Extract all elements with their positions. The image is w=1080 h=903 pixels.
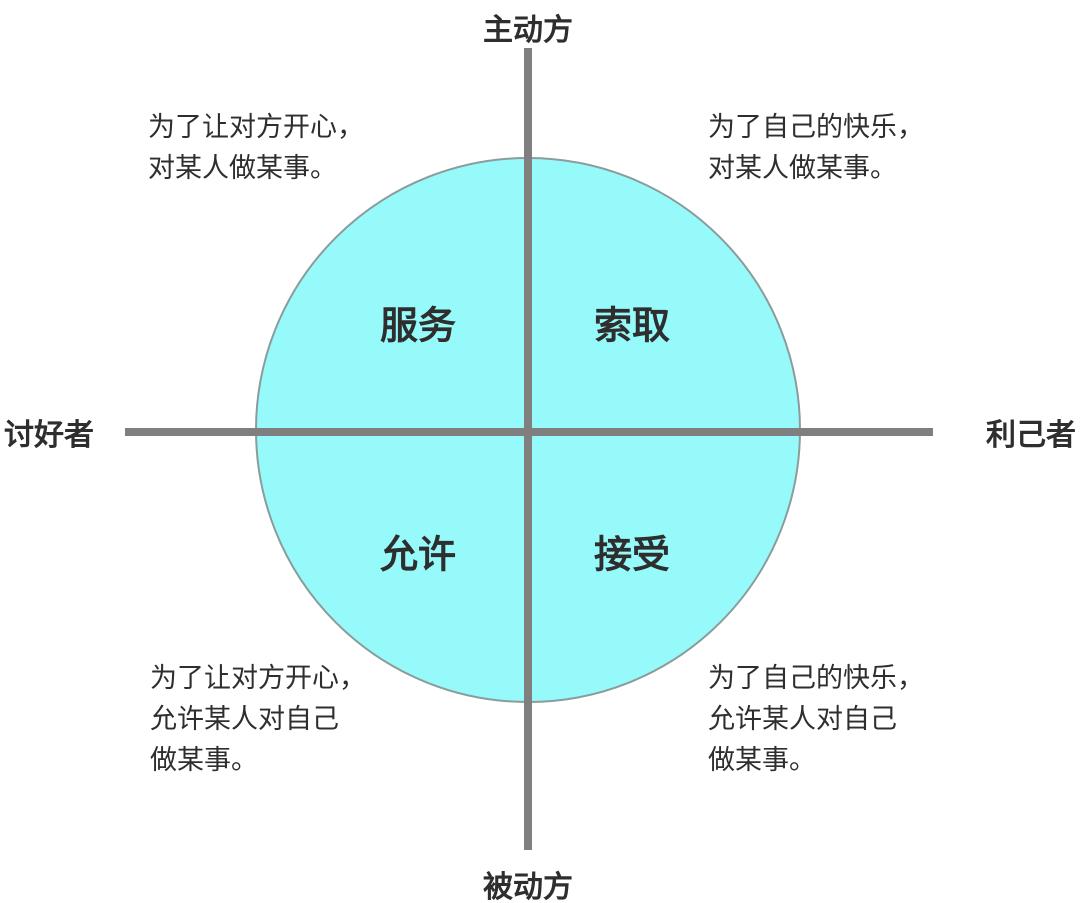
quadrant-label-bottom-left: 允许: [379, 532, 457, 577]
axis-label-top: 主动方: [483, 13, 573, 48]
annotation-line: 为了自己的快乐，: [708, 663, 924, 694]
annotation-line: 允许某人对自己: [708, 704, 897, 735]
annotation-line: 允许某人对自己: [150, 704, 339, 735]
horizontal-axis-line: [125, 428, 933, 436]
annotation-top-right: 为了自己的快乐， 对某人做某事。: [708, 107, 924, 189]
annotation-line: 为了自己的快乐，: [708, 112, 924, 143]
annotation-line: 为了让对方开心，: [150, 663, 366, 694]
quadrant-label-bottom-right: 接受: [593, 532, 671, 577]
annotation-line: 对某人做某事。: [148, 153, 337, 184]
quadrant-label-top-right: 索取: [593, 303, 671, 348]
annotation-line: 做某事。: [150, 745, 258, 776]
vertical-axis-line: [524, 48, 532, 850]
axis-label-right: 利己者: [986, 418, 1076, 453]
annotation-line: 对某人做某事。: [708, 153, 897, 184]
annotation-top-left: 为了让对方开心， 对某人做某事。: [148, 107, 364, 189]
quadrant-label-top-left: 服务: [379, 303, 457, 348]
annotation-line: 做某事。: [708, 745, 816, 776]
annotation-line: 为了让对方开心，: [148, 112, 364, 143]
axis-label-left: 讨好者: [4, 418, 94, 453]
annotation-bottom-right: 为了自己的快乐， 允许某人对自己 做某事。: [708, 658, 924, 781]
annotation-bottom-left: 为了让对方开心， 允许某人对自己 做某事。: [150, 658, 366, 781]
axis-label-bottom: 被动方: [483, 870, 573, 903]
